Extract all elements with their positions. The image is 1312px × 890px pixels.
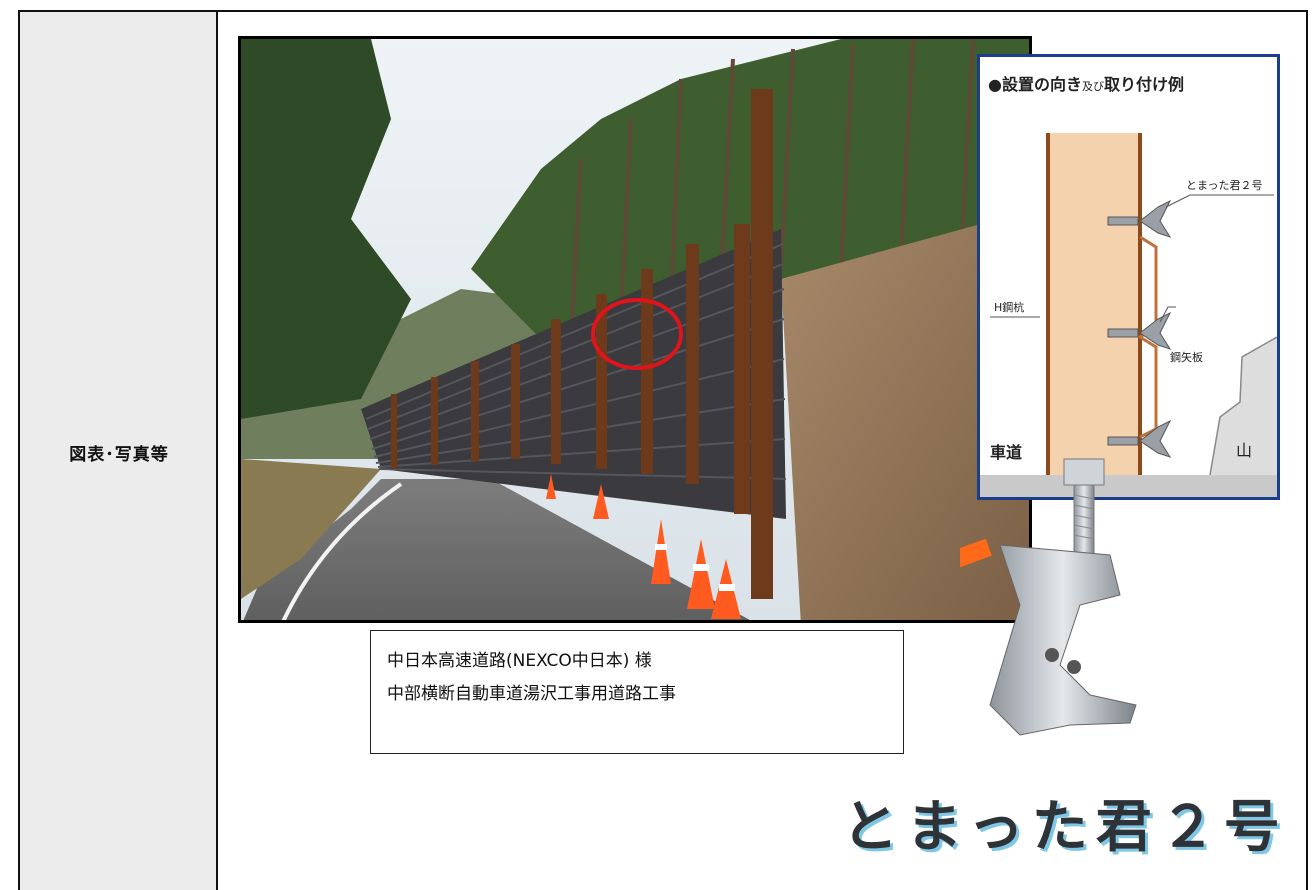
product-brand-name: とまった君２号 <box>842 795 1288 860</box>
inset-title-part-1: ●設置の向き <box>988 75 1082 94</box>
label-h-pile: H鋼杭 <box>994 301 1025 314</box>
installation-diagram-inset: ●設置の向き及び取り付け例 とまった君２号 H鋼杭 鋼矢板 車道 山 <box>977 54 1280 500</box>
caption-line-1: 中日本高速道路(NEXCO中日本) 様 <box>387 651 652 671</box>
clamp-product-image <box>960 458 1137 736</box>
row-label-cell: 図表･写真等 <box>20 12 218 890</box>
diagram-clamps <box>1107 199 1172 458</box>
inset-title-part-2: 取り付け例 <box>1103 75 1184 94</box>
inset-title: ●設置の向き及び取り付け例 <box>988 71 1184 95</box>
label-product: とまった君２号 <box>1186 179 1263 192</box>
row-label: 図表･写真等 <box>69 445 169 465</box>
table-frame: 図表･写真等 <box>18 10 1308 890</box>
site-photo <box>238 36 1032 623</box>
installation-diagram <box>980 133 1277 497</box>
traffic-cones <box>546 474 741 619</box>
caption-box: 中日本高速道路(NEXCO中日本) 様 中部横断自動車道湯沢工事用道路工事 <box>370 630 904 754</box>
highlight-circle <box>591 298 683 370</box>
label-road: 車道 <box>990 443 1023 462</box>
caption-line-2: 中部横断自動車道湯沢工事用道路工事 <box>387 684 676 704</box>
inset-title-small: 及び <box>1081 80 1104 93</box>
label-mountain: 山 <box>1236 441 1253 460</box>
label-sheet-pile: 鋼矢板 <box>1170 351 1203 364</box>
site-photo-illustration <box>241 39 1029 620</box>
